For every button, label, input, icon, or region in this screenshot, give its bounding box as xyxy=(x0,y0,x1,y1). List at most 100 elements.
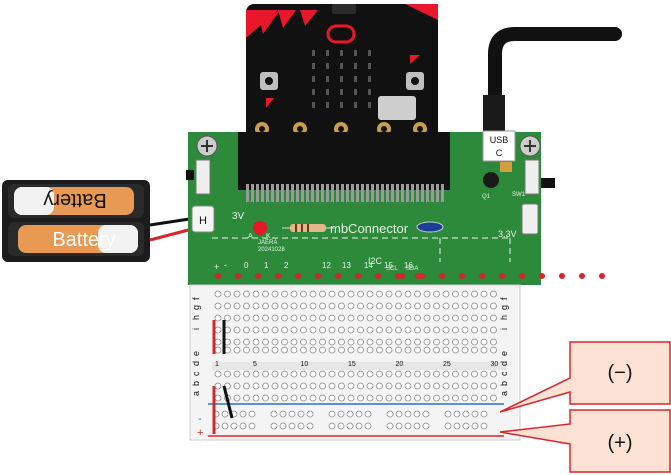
pin-label: 13 xyxy=(342,261,351,270)
breadboard-hole xyxy=(338,346,345,354)
breadboard-hole xyxy=(433,394,440,402)
breadboard-hole xyxy=(471,346,478,354)
breadboard-hole xyxy=(319,290,326,298)
led-dot xyxy=(354,102,357,108)
breadboard-hole xyxy=(281,326,288,334)
led-dot xyxy=(340,76,343,82)
breadboard-hole xyxy=(490,346,497,354)
breadboard-hole xyxy=(319,382,326,390)
header-pin xyxy=(415,273,421,279)
breadboard-hole xyxy=(233,382,241,390)
header-pin xyxy=(235,273,241,279)
breadboard-hole xyxy=(480,314,488,322)
breadboard-hole xyxy=(290,394,298,402)
header-pin xyxy=(479,273,485,279)
breadboard-hole xyxy=(366,346,374,354)
breadboard-hole xyxy=(423,382,431,390)
header-pins xyxy=(215,273,605,279)
led-dot xyxy=(340,89,343,95)
usb-label-box xyxy=(482,130,516,162)
header-pin xyxy=(355,273,361,279)
rail-hole xyxy=(413,410,421,418)
row-label: f xyxy=(499,297,509,300)
row-label: c xyxy=(499,371,509,376)
breadboard-hole xyxy=(214,370,222,378)
edge-slot xyxy=(238,132,450,190)
breadboard-hole xyxy=(309,302,317,310)
breadboard-hole xyxy=(271,394,279,402)
power-switch[interactable] xyxy=(191,205,215,233)
column-number: 15 xyxy=(348,361,356,368)
rail-hole xyxy=(270,422,278,430)
row-label: h xyxy=(499,315,509,320)
breadboard-hole xyxy=(300,314,307,322)
row-label: b xyxy=(191,381,201,386)
breadboard-hole xyxy=(262,394,269,402)
breadboard-hole xyxy=(300,394,307,402)
row-label: f xyxy=(191,297,201,300)
breadboard-hole xyxy=(385,394,393,402)
led-cathode-label: K xyxy=(266,233,271,240)
rail-hole xyxy=(270,410,278,418)
breadboard-hole xyxy=(243,290,250,298)
breadboard-hole xyxy=(480,346,488,354)
breadboard-hole xyxy=(347,326,355,334)
led-dot xyxy=(368,102,371,108)
led-dot xyxy=(326,89,329,95)
board-date-label: 20241028 xyxy=(258,247,285,253)
breadboard-hole xyxy=(243,382,250,390)
breadboard-hole xyxy=(233,326,241,334)
breadboard-hole xyxy=(395,346,402,354)
breadboard-hole xyxy=(404,394,412,402)
usb-plug xyxy=(483,95,505,133)
breadboard-hole xyxy=(233,338,241,346)
breadboard-hole xyxy=(233,290,241,298)
led-dot xyxy=(354,89,357,95)
breadboard-hole xyxy=(243,394,250,402)
rail-hole xyxy=(248,410,256,418)
breadboard-hole xyxy=(442,382,450,390)
breadboard-hole xyxy=(328,290,336,298)
rail-hole xyxy=(346,422,354,430)
breadboard-hole xyxy=(395,290,402,298)
led-dot xyxy=(312,89,315,95)
pin-label: 15 xyxy=(384,261,393,270)
breadboard-hole xyxy=(433,370,440,378)
breadboard-hole xyxy=(214,394,222,402)
breadboard-hole xyxy=(395,394,402,402)
callout-minus: (−) xyxy=(499,341,671,413)
breadboard-hole xyxy=(300,290,307,298)
breadboard-hole xyxy=(385,290,393,298)
rail-plus-label: + xyxy=(197,427,203,439)
power-switch-label: H xyxy=(199,215,207,227)
breadboard-hole xyxy=(338,382,345,390)
breadboard-hole xyxy=(328,314,336,322)
breadboard-hole xyxy=(490,326,497,334)
led-dot xyxy=(354,76,357,82)
row-label: d xyxy=(499,361,509,366)
breadboard-hole xyxy=(233,314,241,322)
header-pin xyxy=(539,273,545,279)
breadboard-hole xyxy=(442,370,450,378)
connector-right xyxy=(524,159,540,195)
led-matrix xyxy=(312,50,371,108)
breadboard-hole xyxy=(357,314,364,322)
rail-hole xyxy=(297,410,305,418)
breadboard-hole xyxy=(271,290,279,298)
breadboard-holes xyxy=(212,290,497,430)
breadboard-hole xyxy=(452,382,459,390)
breadboard-hole xyxy=(338,326,345,334)
breadboard-hole xyxy=(243,314,250,322)
breadboard-hole xyxy=(366,370,374,378)
breadboard-hole xyxy=(252,338,260,346)
breadboard-hole xyxy=(309,290,317,298)
breadboard-hole xyxy=(319,314,326,322)
breadboard-hole xyxy=(300,326,307,334)
breadboard-hole xyxy=(414,338,421,346)
breadboard-hole xyxy=(262,314,269,322)
breadboard-hole xyxy=(385,302,393,310)
header-pin xyxy=(499,273,505,279)
breadboard-hole xyxy=(423,326,431,334)
rail-hole xyxy=(462,422,470,430)
